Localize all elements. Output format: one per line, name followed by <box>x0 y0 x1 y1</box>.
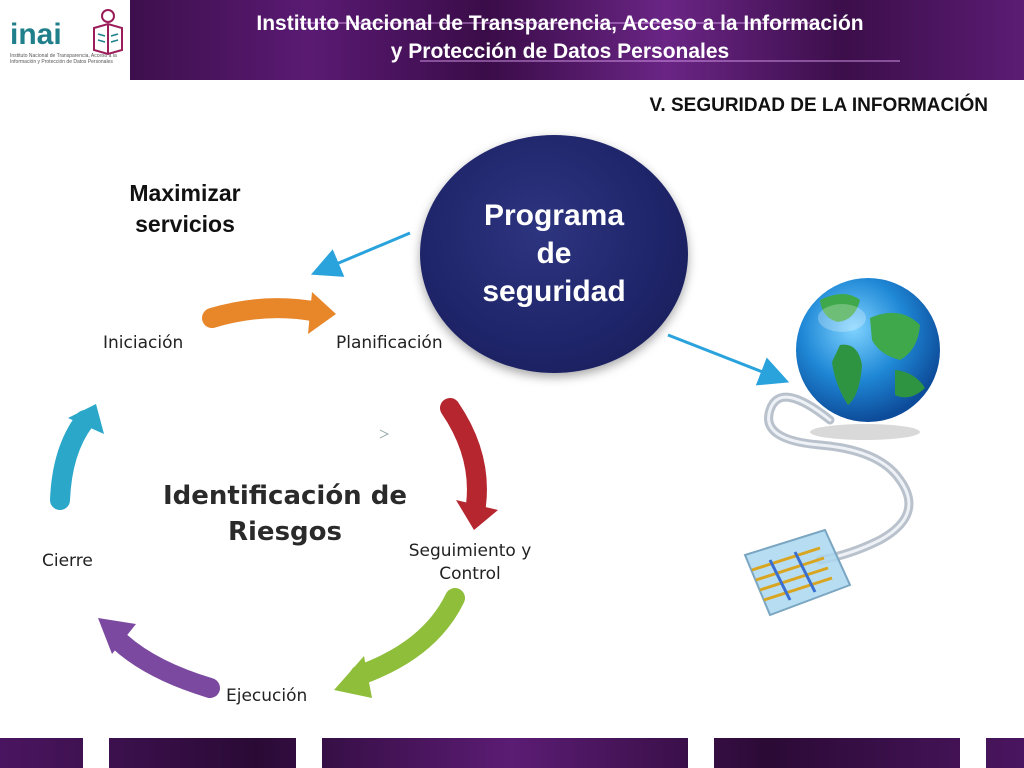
seguimiento-line2: Control <box>439 564 501 584</box>
maximizar-servicios-label: Maximizar servicios <box>100 178 270 240</box>
footer-logo-icon <box>83 738 109 768</box>
seguimiento-line1: Seguimiento y <box>408 541 532 561</box>
inai-logo-icon <box>93 9 123 56</box>
program-line2: de <box>536 237 572 270</box>
programa-seguridad-label: Programa de seguridad <box>420 197 688 311</box>
globe-icon <box>796 278 940 440</box>
header-title-line2: y Protección de Datos Personales <box>390 40 730 63</box>
maximizar-line2: servicios <box>135 211 235 237</box>
footer-logo-icon <box>688 738 714 768</box>
cycle-label-ejecucion: Ejecución <box>226 686 308 706</box>
arrow-iniciacion-planificacion-head <box>308 292 336 334</box>
header-streak <box>300 22 820 24</box>
arrow-planificacion-seguimiento-head <box>456 500 498 530</box>
cycle-label-planificacion: Planificación <box>336 333 443 353</box>
header-title-line1: Instituto Nacional de Transparencia, Acc… <box>256 12 864 35</box>
identificacion-riesgos-label: Identificación de Riesgos <box>160 478 410 550</box>
connector-to-maximizar <box>310 231 411 277</box>
maximizar-line1: Maximizar <box>129 180 241 206</box>
arrow-planificacion-seguimiento <box>440 398 487 515</box>
center-line2: Riesgos <box>228 517 342 547</box>
program-line1: Programa <box>483 199 625 232</box>
network-cable-icon <box>743 392 914 617</box>
arrow-ejecucion-cierre <box>108 630 220 698</box>
header-bar: inai Instituto Nacional de Transparencia… <box>0 0 1024 80</box>
footer-band <box>0 738 1024 768</box>
program-line3: seguridad <box>482 275 626 308</box>
arrow-seguimiento-ejecucion-head <box>334 656 372 698</box>
logo-wordmark: inai <box>10 18 62 51</box>
header-title: Instituto Nacional de Transparencia, Acc… <box>190 10 930 66</box>
logo-subtitle: Instituto Nacional de Transparencia, Acc… <box>10 53 117 65</box>
connector-to-globe <box>667 333 790 386</box>
arrow-cierre-iniciacion-head <box>68 404 104 434</box>
header-band <box>130 0 1024 80</box>
cycle-label-cierre: Cierre <box>42 551 93 571</box>
arrow-ejecucion-cierre-head <box>98 618 136 654</box>
section-title: V. SEGURIDAD DE LA INFORMACIÓN <box>649 95 988 116</box>
programa-seguridad-circle <box>420 135 688 373</box>
header-streak <box>420 60 900 62</box>
cycle-label-seguimiento: Seguimiento y Control <box>400 540 540 586</box>
arrow-seguimiento-ejecucion <box>350 588 465 685</box>
arrow-iniciacion-planificacion <box>202 298 328 328</box>
inai-logo: inai Instituto Nacional de Transparencia… <box>0 0 130 80</box>
footer-logo-icon <box>960 738 986 768</box>
footer-bar <box>0 738 1024 768</box>
arrow-cierre-iniciacion <box>50 410 95 510</box>
footer-logo-icon <box>296 738 322 768</box>
center-line1: Identificación de <box>163 481 407 511</box>
cycle-label-iniciacion: Iniciación <box>103 333 184 353</box>
